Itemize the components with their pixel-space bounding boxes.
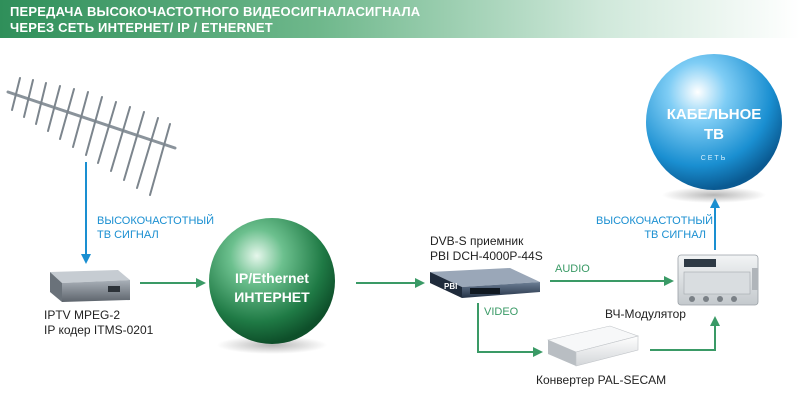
converter-label: Конвертер PAL-SECAM [536,373,667,387]
header-title-line2: ЧЕРЕЗ СЕТЬ ИНТЕРНЕТ/ IP / ETHERNET [10,20,273,35]
encoder-label-line2: IP кодер ITMS-0201 [44,323,154,337]
cable-sphere-shadow [662,187,766,203]
antenna-icon [6,77,177,196]
cable-tv-sphere [646,54,782,190]
cable-label-line3: СЕТЬ [700,155,728,162]
cable-label-line2: ТВ [704,126,724,143]
receiver-device-icon [430,268,540,298]
signal-label-left-line1: ВЫСОКОЧАСТОТНЫЙ [97,215,215,227]
internet-sphere-shadow [217,336,327,354]
internet-label-line2: ИНТЕРНЕТ [234,289,310,305]
header-banner: ПЕРЕДАЧА ВЫСОКОЧАСТОТНОГО ВИДЕОСИГНАЛАСИ… [0,0,800,38]
converter-device-icon [547,325,640,367]
cable-label-line1: КАБЕЛЬНОЕ [666,106,762,123]
signal-label-left-line2: ТВ СИГНАЛ [97,229,159,241]
arrow-converter-to-modulator [650,316,720,351]
arrow-video [477,303,543,357]
receiver-label-line2: PBI DCH-4000P-44S [430,249,543,263]
encoder-device-icon [50,270,130,302]
signal-label-right-line1: ВЫСОКОЧАСТОТНЫЙ [596,215,714,227]
header-title-line1: ПЕРЕДАЧА ВЫСОКОЧАСТОТНОГО ВИДЕОСИГНАЛАСИ… [10,4,421,19]
modulator-device-icon [677,254,759,306]
encoder-label-line1: IPTV MPEG-2 [44,308,121,322]
audio-link-label: AUDIO [555,263,590,275]
internet-label-line1: IP/Ethernet [235,270,309,286]
receiver-label-line1: DVB-S приемник [430,234,524,248]
receiver-badge: PBI [444,282,458,291]
modulator-label: ВЧ-Модулятор [605,307,686,321]
internet-sphere [209,218,335,344]
signal-label-right-line2: ТВ СИГНАЛ [644,229,706,241]
video-link-label: VIDEO [484,306,519,318]
